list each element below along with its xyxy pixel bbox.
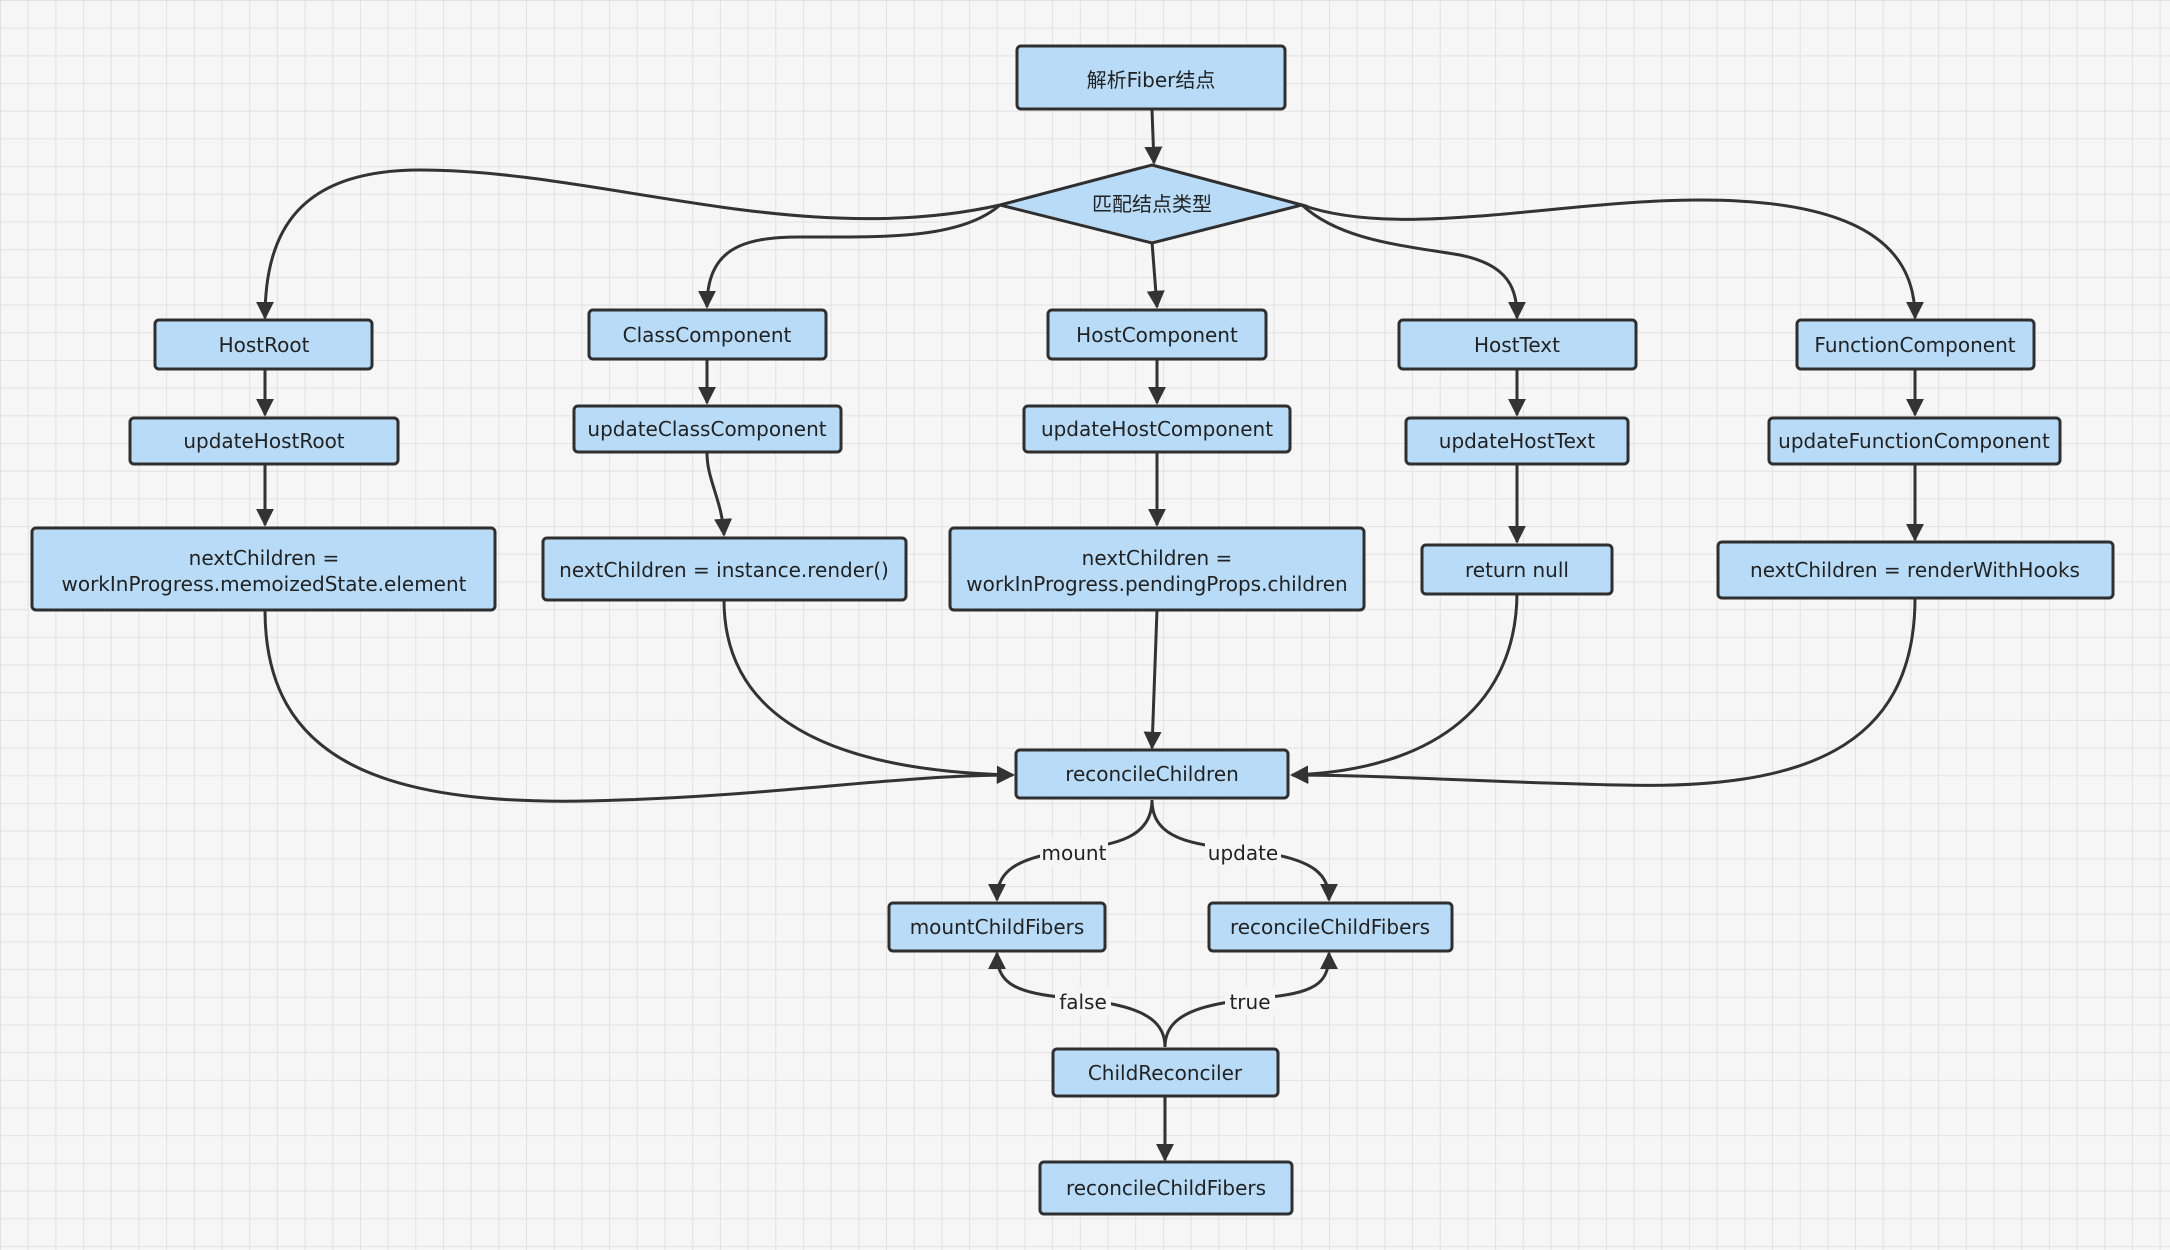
node-parse-fiber-label: 解析Fiber结点	[1087, 68, 1216, 92]
node-update-classcomponent-label: updateClassComponent	[587, 417, 826, 441]
node-hostcomponent[interactable]: HostComponent	[1046, 308, 1268, 361]
node-next-hostroot-line1: nextChildren =	[189, 546, 340, 570]
edge-parse-to-match	[1144, 109, 1163, 165]
edge-match-to-hostcomponent	[1146, 241, 1165, 309]
edge-label-mount-text: mount	[1042, 841, 1107, 865]
node-update-hostroot[interactable]: updateHostRoot	[128, 416, 400, 466]
edge-match-to-functioncomponent	[1301, 198, 1924, 320]
node-next-class-label: nextChildren = instance.render()	[559, 558, 889, 582]
node-functioncomponent[interactable]: FunctionComponent	[1795, 318, 2036, 371]
node-reconcile-children-label: reconcileChildren	[1065, 762, 1239, 786]
node-match-type-label: 匹配结点类型	[1092, 192, 1212, 216]
node-classcomponent[interactable]: ClassComponent	[587, 308, 828, 361]
node-next-host-line1: nextChildren =	[1082, 546, 1233, 570]
node-reconcile-child-fibers[interactable]: reconcileChildFibers	[1207, 901, 1454, 953]
node-functioncomponent-label: FunctionComponent	[1814, 333, 2015, 357]
node-hosttext[interactable]: HostText	[1397, 318, 1638, 371]
node-hosttext-label: HostText	[1474, 333, 1560, 357]
node-next-function[interactable]: nextChildren = renderWithHooks	[1716, 540, 2115, 600]
node-hostroot-label: HostRoot	[219, 333, 310, 357]
node-child-reconciler-label: ChildReconciler	[1088, 1061, 1243, 1085]
node-update-hosttext[interactable]: updateHostText	[1404, 416, 1630, 466]
node-update-functioncomponent-label: updateFunctionComponent	[1778, 429, 2050, 453]
node-update-functioncomponent[interactable]: updateFunctionComponent	[1767, 416, 2062, 466]
node-next-hostroot-line2: workInProgress.memoizedState.element	[61, 572, 466, 596]
node-child-reconciler[interactable]: ChildReconciler	[1051, 1047, 1280, 1098]
edge-nexthost-to-reconcile	[1143, 609, 1162, 750]
edge-nexthostroot-to-reconcile	[263, 609, 1015, 803]
edge-label-false-text: false	[1059, 990, 1107, 1014]
edge-label-true-text: true	[1229, 990, 1270, 1014]
edge-label-true: true	[1225, 987, 1275, 1015]
node-update-classcomponent[interactable]: updateClassComponent	[572, 404, 843, 454]
node-next-host[interactable]: nextChildren = workInProgress.pendingPro…	[948, 526, 1366, 612]
node-next-hostroot[interactable]: nextChildren = workInProgress.memoizedSt…	[30, 526, 497, 612]
edge-match-to-classcomponent	[698, 203, 1001, 309]
node-return-null-label: return null	[1465, 558, 1569, 582]
edge-updateclass-to-next	[705, 452, 733, 537]
node-update-hosttext-label: updateHostText	[1439, 429, 1596, 453]
node-hostcomponent-label: HostComponent	[1076, 323, 1238, 347]
node-next-class[interactable]: nextChildren = instance.render()	[541, 536, 908, 602]
edge-label-false: false	[1055, 987, 1111, 1015]
node-parse-fiber[interactable]: 解析Fiber结点	[1015, 44, 1287, 111]
edge-nextfunction-to-reconcile	[1290, 597, 1917, 787]
edge-match-to-hostroot	[256, 168, 1001, 320]
node-reconcile-child-fibers-final-label: reconcileChildFibers	[1066, 1176, 1266, 1200]
edge-label-update-text: update	[1208, 841, 1278, 865]
edge-returnnull-to-reconcile	[1290, 591, 1519, 784]
node-mount-child-fibers[interactable]: mountChildFibers	[887, 901, 1107, 953]
node-update-hostcomponent[interactable]: updateHostComponent	[1022, 404, 1292, 454]
edge-labels: mount update false true	[1040, 838, 1281, 1015]
node-hostroot[interactable]: HostRoot	[153, 318, 374, 371]
edge-match-to-hosttext	[1300, 203, 1526, 320]
node-reconcile-child-fibers-final[interactable]: reconcileChildFibers	[1038, 1160, 1294, 1216]
edge-label-mount: mount	[1040, 838, 1108, 866]
node-return-null[interactable]: return null	[1420, 543, 1614, 596]
node-match-type[interactable]: 匹配结点类型	[999, 163, 1308, 245]
node-reconcile-child-fibers-label: reconcileChildFibers	[1230, 915, 1430, 939]
node-mount-child-fibers-label: mountChildFibers	[910, 915, 1085, 939]
node-reconcile-children[interactable]: reconcileChildren	[1014, 748, 1290, 800]
nodes: 解析Fiber结点 匹配结点类型 HostRoot ClassComponent…	[30, 44, 2115, 1216]
node-classcomponent-label: ClassComponent	[623, 323, 792, 347]
node-update-hostroot-label: updateHostRoot	[183, 429, 344, 453]
edge-nextclass-to-reconcile	[722, 599, 1015, 784]
node-next-function-label: nextChildren = renderWithHooks	[1750, 558, 2080, 582]
node-next-host-line2: workInProgress.pendingProps.children	[966, 572, 1347, 596]
node-update-hostcomponent-label: updateHostComponent	[1041, 417, 1273, 441]
edge-label-update: update	[1205, 838, 1281, 866]
